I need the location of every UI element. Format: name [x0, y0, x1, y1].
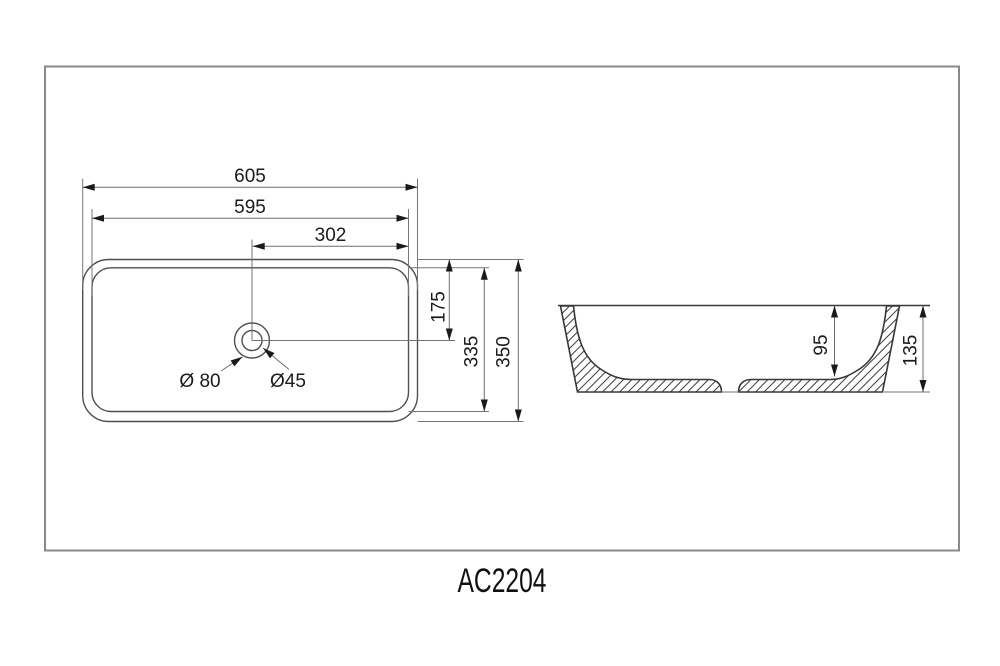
leader-drain-outer: Ø 80 [179, 356, 243, 392]
dim-rim-width: 595 [92, 197, 409, 222]
dim-overall-depth-label: 350 [494, 336, 515, 368]
dim-rim-depth: 335 [462, 267, 488, 412]
dim-bowl-depth-label: 95 [811, 334, 832, 355]
dim-overall-height: 135 [901, 305, 927, 392]
dim-overall-height-label: 135 [901, 335, 922, 367]
section-view: 95 135 [558, 304, 930, 393]
plan-extension-lines [82, 178, 524, 422]
dim-rim-depth-label: 335 [462, 336, 483, 368]
dim-rim-to-drain-label: 175 [429, 291, 450, 323]
section-left-wall [559, 305, 723, 393]
dim-center-to-edge-label: 302 [315, 225, 347, 246]
basin-inner-rim-outline [91, 267, 410, 413]
leader-drain-hole: Ø45 [262, 347, 306, 392]
model-label: AC2204 [458, 562, 547, 600]
dim-rim-width-label: 595 [234, 197, 266, 218]
dim-center-to-edge: 302 [252, 225, 409, 250]
section-right-wall [737, 305, 901, 393]
dim-overall-width: 605 [82, 166, 418, 191]
dim-overall-width-label: 605 [234, 166, 266, 187]
plan-view: 605 595 302 175 335 350 Ø [81, 166, 524, 423]
sheet-border [44, 65, 960, 552]
leader-drain-hole-label: Ø45 [270, 371, 306, 392]
dim-bowl-depth: 95 [811, 305, 838, 377]
leader-drain-outer-label: Ø 80 [179, 371, 220, 392]
dim-overall-depth: 350 [494, 259, 522, 422]
dim-rim-to-drain: 175 [429, 259, 453, 341]
